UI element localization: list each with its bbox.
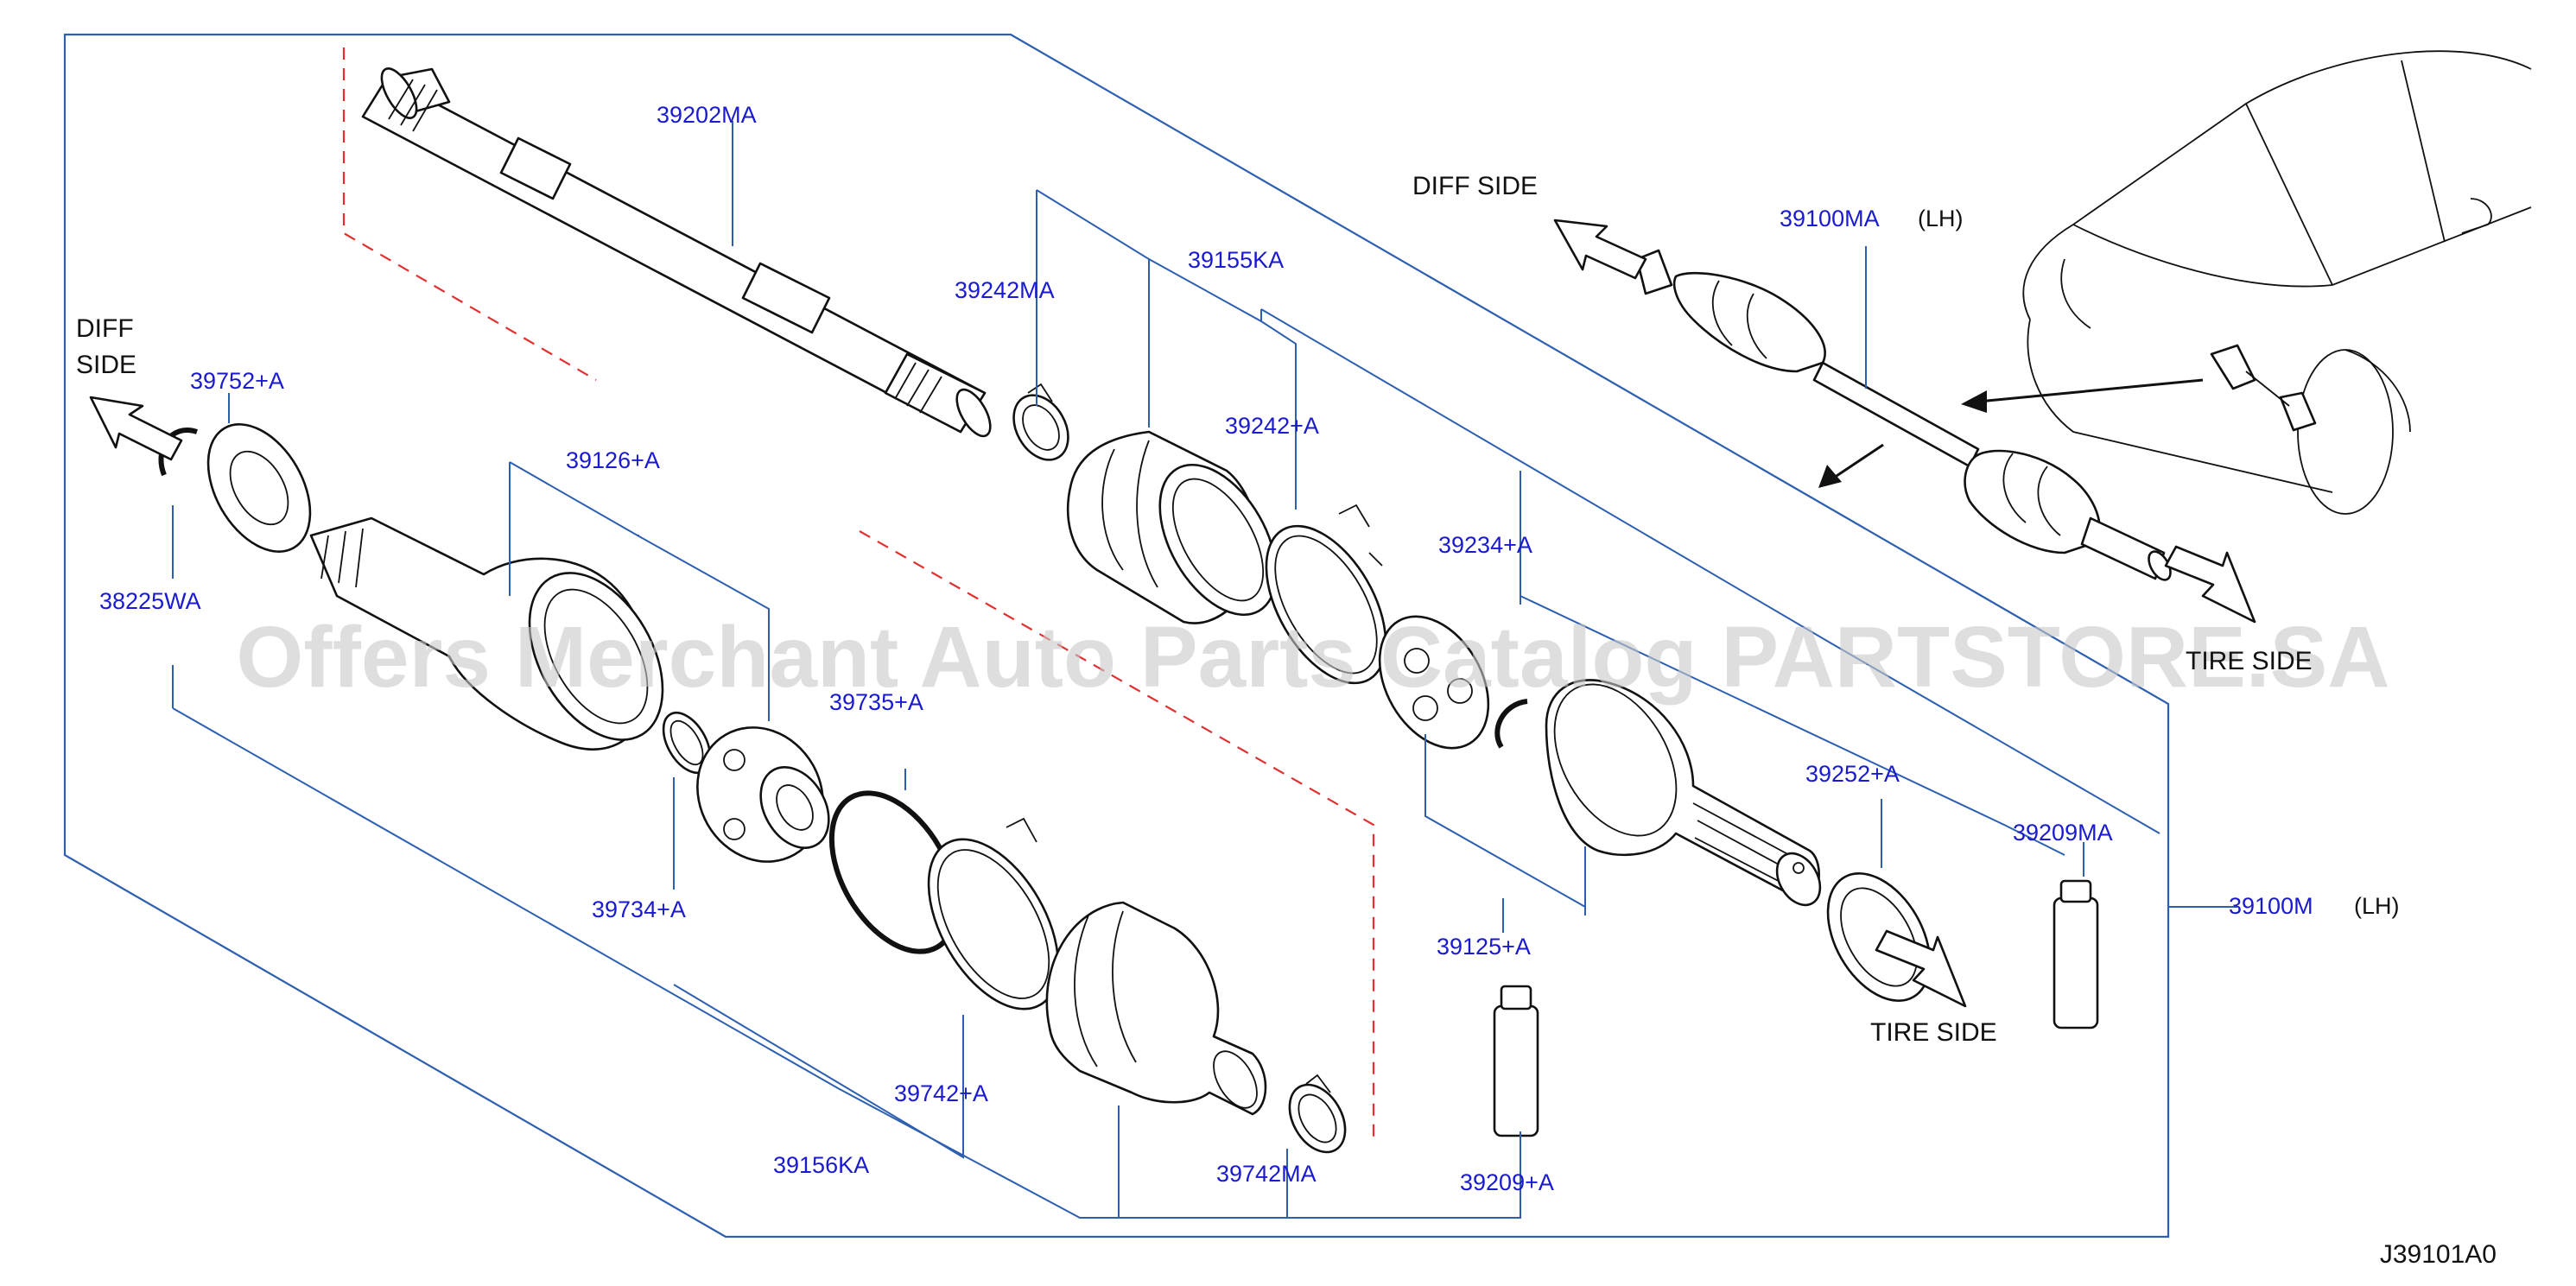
- callout-39734a: 39734+A: [592, 896, 686, 922]
- grease-tube-39209ma: [2053, 879, 2099, 1029]
- diff-side-label-top: DIFF SIDE: [1412, 172, 1538, 200]
- callout-39742a: 39742+A: [894, 1080, 988, 1106]
- tire-side-arrow-bottom: [1875, 929, 1967, 1008]
- callout-39742ma: 39742MA: [1216, 1161, 1317, 1187]
- callout-39252a: 39252+A: [1805, 761, 1900, 787]
- tripod-39734a: [696, 726, 830, 863]
- shaft-39202ma: [361, 67, 992, 438]
- callout-39126a: 39126+A: [566, 447, 660, 473]
- band-39242a: [1265, 504, 1387, 685]
- callout-39242a: 39242+A: [1225, 413, 1319, 439]
- diff-side-label-left-1: DIFF: [76, 314, 134, 343]
- assembly-frame: [63, 33, 2170, 1238]
- tire-side-arrow-top: [2164, 545, 2256, 624]
- callout-39242ma: 39242MA: [955, 277, 1055, 303]
- callout-39100m-side: (LH): [2354, 893, 2400, 919]
- callout-39209ma: 39209MA: [2013, 820, 2113, 846]
- snap-ring-outer: [1494, 699, 1528, 749]
- inner-joint-subassembly-outline: [859, 530, 1375, 1140]
- diagram-code: J39101A0: [2380, 1240, 2497, 1269]
- inner-joint-housing-39126a: [309, 516, 664, 751]
- callout-39234a: 39234+A: [1438, 532, 1532, 558]
- band-39742a: [927, 817, 1060, 1010]
- callout-39125a: 39125+A: [1437, 934, 1531, 960]
- inner-boot-39156ka: [1045, 901, 1267, 1116]
- leader-lines: [172, 121, 2237, 1219]
- callout-39209a: 39209+A: [1460, 1169, 1554, 1195]
- callout-39100m: 39100M: [2229, 893, 2313, 919]
- outer-boot-39155ka: [1066, 430, 1278, 624]
- inset-shaft-39100ma: [1635, 249, 2172, 581]
- callout-39155ka: 39155KA: [1188, 247, 1284, 273]
- callout-39202ma: 39202MA: [657, 102, 757, 128]
- outer-joint-39125a: [1545, 679, 1822, 907]
- snap-ring-39734a: [662, 712, 712, 774]
- washer-39752a: [206, 423, 312, 553]
- snap-ring-39735a: [828, 790, 960, 954]
- callout-39100ma: 39100MA: [1780, 206, 1880, 231]
- callout-39752a: 39752+A: [190, 368, 284, 394]
- callout-39100ma-side: (LH): [1918, 206, 1964, 231]
- cage-39234a: [1378, 615, 1490, 750]
- diff-side-arrow-left: [89, 396, 183, 461]
- grease-tube-39209a: [1493, 985, 1539, 1137]
- band-39742ma: [1288, 1074, 1347, 1154]
- watermark: Offers Merchant Auto Parts Catalog PARTS…: [237, 609, 2390, 706]
- tire-side-label-bottom: TIRE SIDE: [1870, 1018, 1997, 1047]
- inset-car-outline: [2022, 50, 2532, 515]
- inset-pointer-arrows: [1818, 378, 2204, 488]
- callout-39156ka: 39156KA: [773, 1152, 869, 1178]
- diff-side-label-left-2: SIDE: [76, 351, 136, 379]
- diff-side-arrow-top: [1553, 219, 1647, 280]
- band-39242ma: [1012, 383, 1069, 461]
- washer-39252a: [1826, 872, 1932, 1002]
- shaft-subassembly-outline: [342, 48, 597, 381]
- tire-side-label-top: TIRE SIDE: [2186, 647, 2313, 675]
- callout-38225wa: 38225WA: [99, 588, 201, 614]
- callout-39735a: 39735+A: [829, 689, 923, 715]
